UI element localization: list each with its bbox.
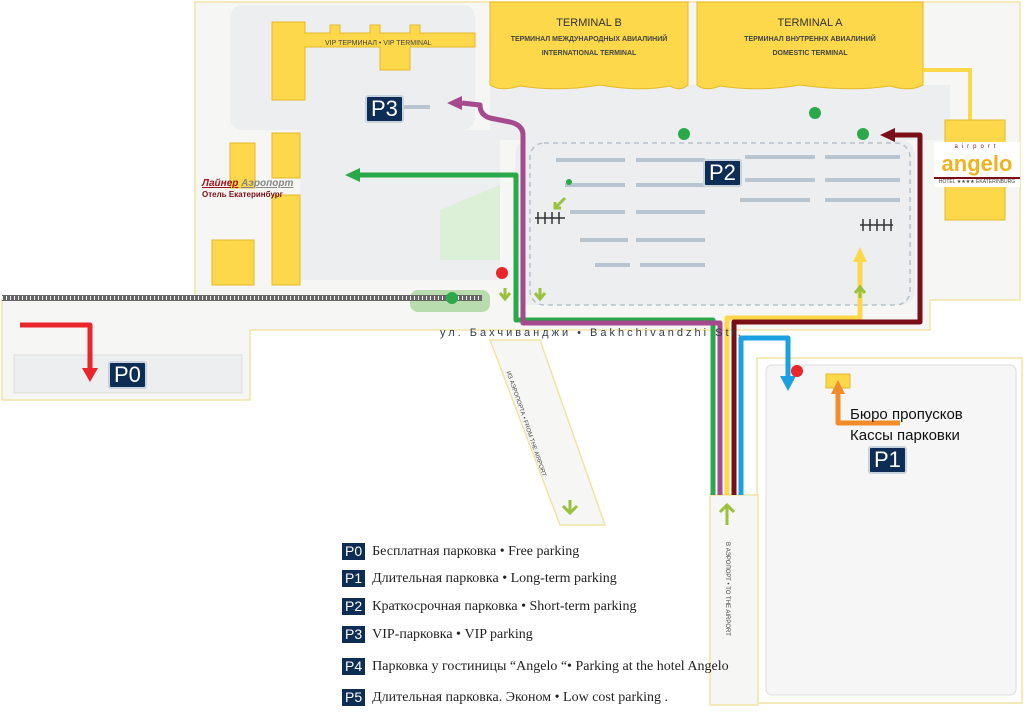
terminal-a-building — [696, 1, 924, 90]
ticket-office-icon — [496, 267, 508, 279]
road-to-airport-label: В АЭРОПОРТ • TO THE AIRPORT — [723, 542, 730, 636]
buildings — [211, 1, 1006, 286]
terminal-b-building — [489, 1, 689, 90]
pass-office-label: Бюро пропусков — [850, 406, 963, 423]
angelo-logo-name: angelo — [941, 151, 1013, 176]
legend-text: Парковка у гостиницы “Angelo “• Parking … — [372, 658, 729, 674]
route-p5-green — [358, 172, 716, 495]
legend-text: Длительная парковка. Эконом • Low cost p… — [372, 689, 669, 705]
bus-icons — [446, 107, 869, 304]
terminal-b-ru: ТЕРМИНАЛ МЕЖДУНАРОДНЫХ АВИАЛИНИЙ — [510, 36, 668, 43]
legend-item: P1 Длительная парковка • Long-term parkin… — [342, 570, 617, 587]
legend-text: Бесплатная парковка • Free parking — [372, 543, 580, 559]
liner-logo-1: Лайнер — [202, 178, 239, 189]
legend-badge: P0 — [342, 543, 366, 560]
legend-badge: P2 — [342, 598, 366, 615]
ticket-office-icon — [791, 365, 803, 377]
terminal-b-title: TERMINAL B — [556, 17, 622, 29]
terminal-a-label: TERMINAL A ТЕРМИНАЛ ВНУТРЕННХ АВИАЛИНИЙ … — [697, 17, 923, 58]
hotel-liner-logo: Лайнер Аэропорт Отель Екатеринбург — [202, 178, 293, 200]
parking-stalls — [380, 105, 900, 267]
ticket-icons — [496, 267, 803, 377]
vip-terminal-label: VIP ТЕРМИНАЛ • VIP TERMINAL — [325, 40, 432, 47]
street-name: ул. Бахчиванджи • Bakhchivandzhi Str. — [440, 327, 744, 339]
liner-logo-3: Отель Екатеринбург — [202, 190, 284, 199]
legend-badge: P1 — [342, 570, 366, 587]
terminal-a-en: DOMESTIC TERMINAL — [772, 50, 848, 57]
route-p1-blue — [738, 335, 791, 495]
barriers — [535, 212, 893, 231]
bus-stop-icon — [809, 107, 821, 119]
p0-badge: P0 — [108, 361, 147, 389]
legend-badge: P4 — [342, 658, 366, 675]
legend-text: VIP-парковка • VIP parking — [372, 626, 533, 642]
terminal-a-ru: ТЕРМИНАЛ ВНУТРЕННХ АВИАЛИНИЙ — [744, 36, 876, 43]
legend-item: P0 Бесплатная парковка • Free parking — [342, 543, 579, 560]
routes — [20, 96, 923, 495]
angelo-logo-top: airport — [954, 144, 1000, 150]
route-office-orange — [835, 392, 900, 426]
hotel-angelo-logo: airport angelo HOTEL ★★★★ EKATERINBURG — [934, 142, 1020, 187]
bus-stop-icon — [678, 128, 690, 140]
p1-badge: P1 — [868, 446, 907, 474]
legend-item: P3 VIP-парковка • VIP parking — [342, 626, 533, 643]
legend-text: Краткосрочная парковка • Short-term park… — [372, 598, 637, 614]
route-p2-darkred — [731, 132, 923, 495]
terminal-b-label: TERMINAL B ТЕРМИНАЛ МЕЖДУНАРОДНЫХ АВИАЛИ… — [490, 17, 688, 58]
legend-item: P5 Длительная парковка. Эконом • Low cost… — [342, 689, 668, 706]
route-p3-purple — [461, 100, 723, 495]
terminal-b-en: INTERNATIONAL TERMINAL — [541, 50, 637, 57]
train-icon — [446, 292, 458, 304]
legend-badge: P5 — [342, 689, 366, 706]
direction-arrows — [498, 196, 867, 525]
angelo-logo-sub: HOTEL ★★★★ EKATERINBURG — [934, 177, 1020, 186]
liner-logo-2: Аэропорт — [241, 178, 294, 189]
legend-text: Длительная парковка • Long-term parking — [372, 570, 617, 586]
legend-badge: P3 — [342, 626, 366, 643]
parking-cashier-label: Кассы парковки — [850, 427, 960, 444]
legend-item: P2 Краткосрочная парковка • Short-term pa… — [342, 598, 636, 615]
bus-stop-icon — [857, 128, 869, 140]
p2-badge: P2 — [703, 159, 742, 187]
vip-terminal-building — [271, 21, 476, 101]
route-p0 — [20, 322, 93, 370]
p3-badge: P3 — [365, 95, 404, 123]
terminal-a-title: TERMINAL A — [777, 17, 843, 29]
p1-office-label: Бюро пропусков Кассы парковки — [850, 404, 963, 446]
legend-item: P4 Парковка у гостиницы “Angelo “• Parkin… — [342, 658, 729, 675]
